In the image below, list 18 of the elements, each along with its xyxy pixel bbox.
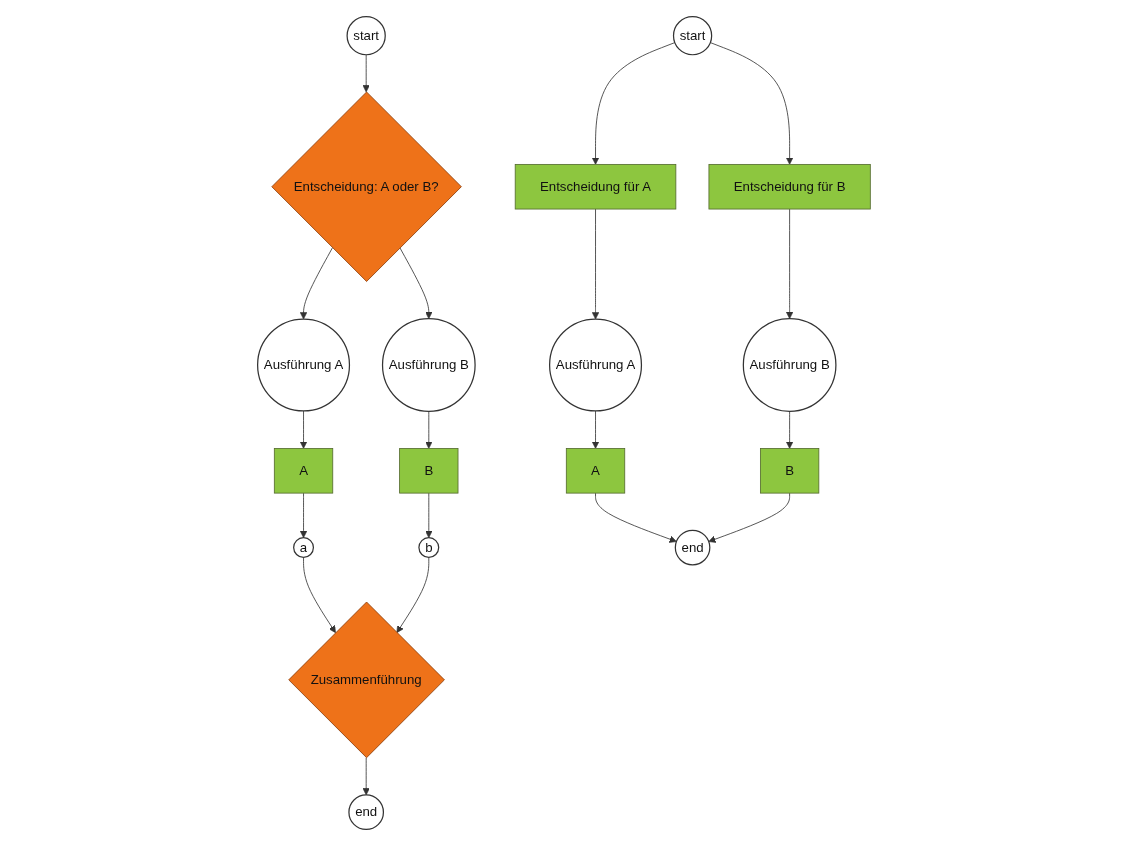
node-circle: Ausführung A bbox=[548, 318, 642, 412]
node-circle: start bbox=[346, 16, 386, 56]
node-diamond: Zusammenführung bbox=[287, 601, 445, 759]
node-box: Entscheidung für A bbox=[514, 164, 676, 210]
node-box: B bbox=[398, 448, 458, 494]
node-circle: end bbox=[674, 529, 710, 566]
node-circle: Ausführung A bbox=[256, 318, 350, 412]
node-circle: end bbox=[347, 794, 384, 830]
node-circle: Ausführung B bbox=[742, 318, 837, 412]
node-circle: Ausführung B bbox=[381, 318, 476, 412]
node-box: A bbox=[273, 448, 333, 494]
node-circle: b bbox=[417, 537, 439, 559]
node-box: B bbox=[759, 448, 819, 494]
node-box: A bbox=[565, 448, 625, 494]
node-box: Entscheidung für B bbox=[708, 164, 871, 210]
node-diamond: Entscheidung: A oder B? bbox=[270, 91, 462, 282]
node-circle: a bbox=[292, 537, 314, 559]
node-circle: start bbox=[672, 16, 712, 56]
